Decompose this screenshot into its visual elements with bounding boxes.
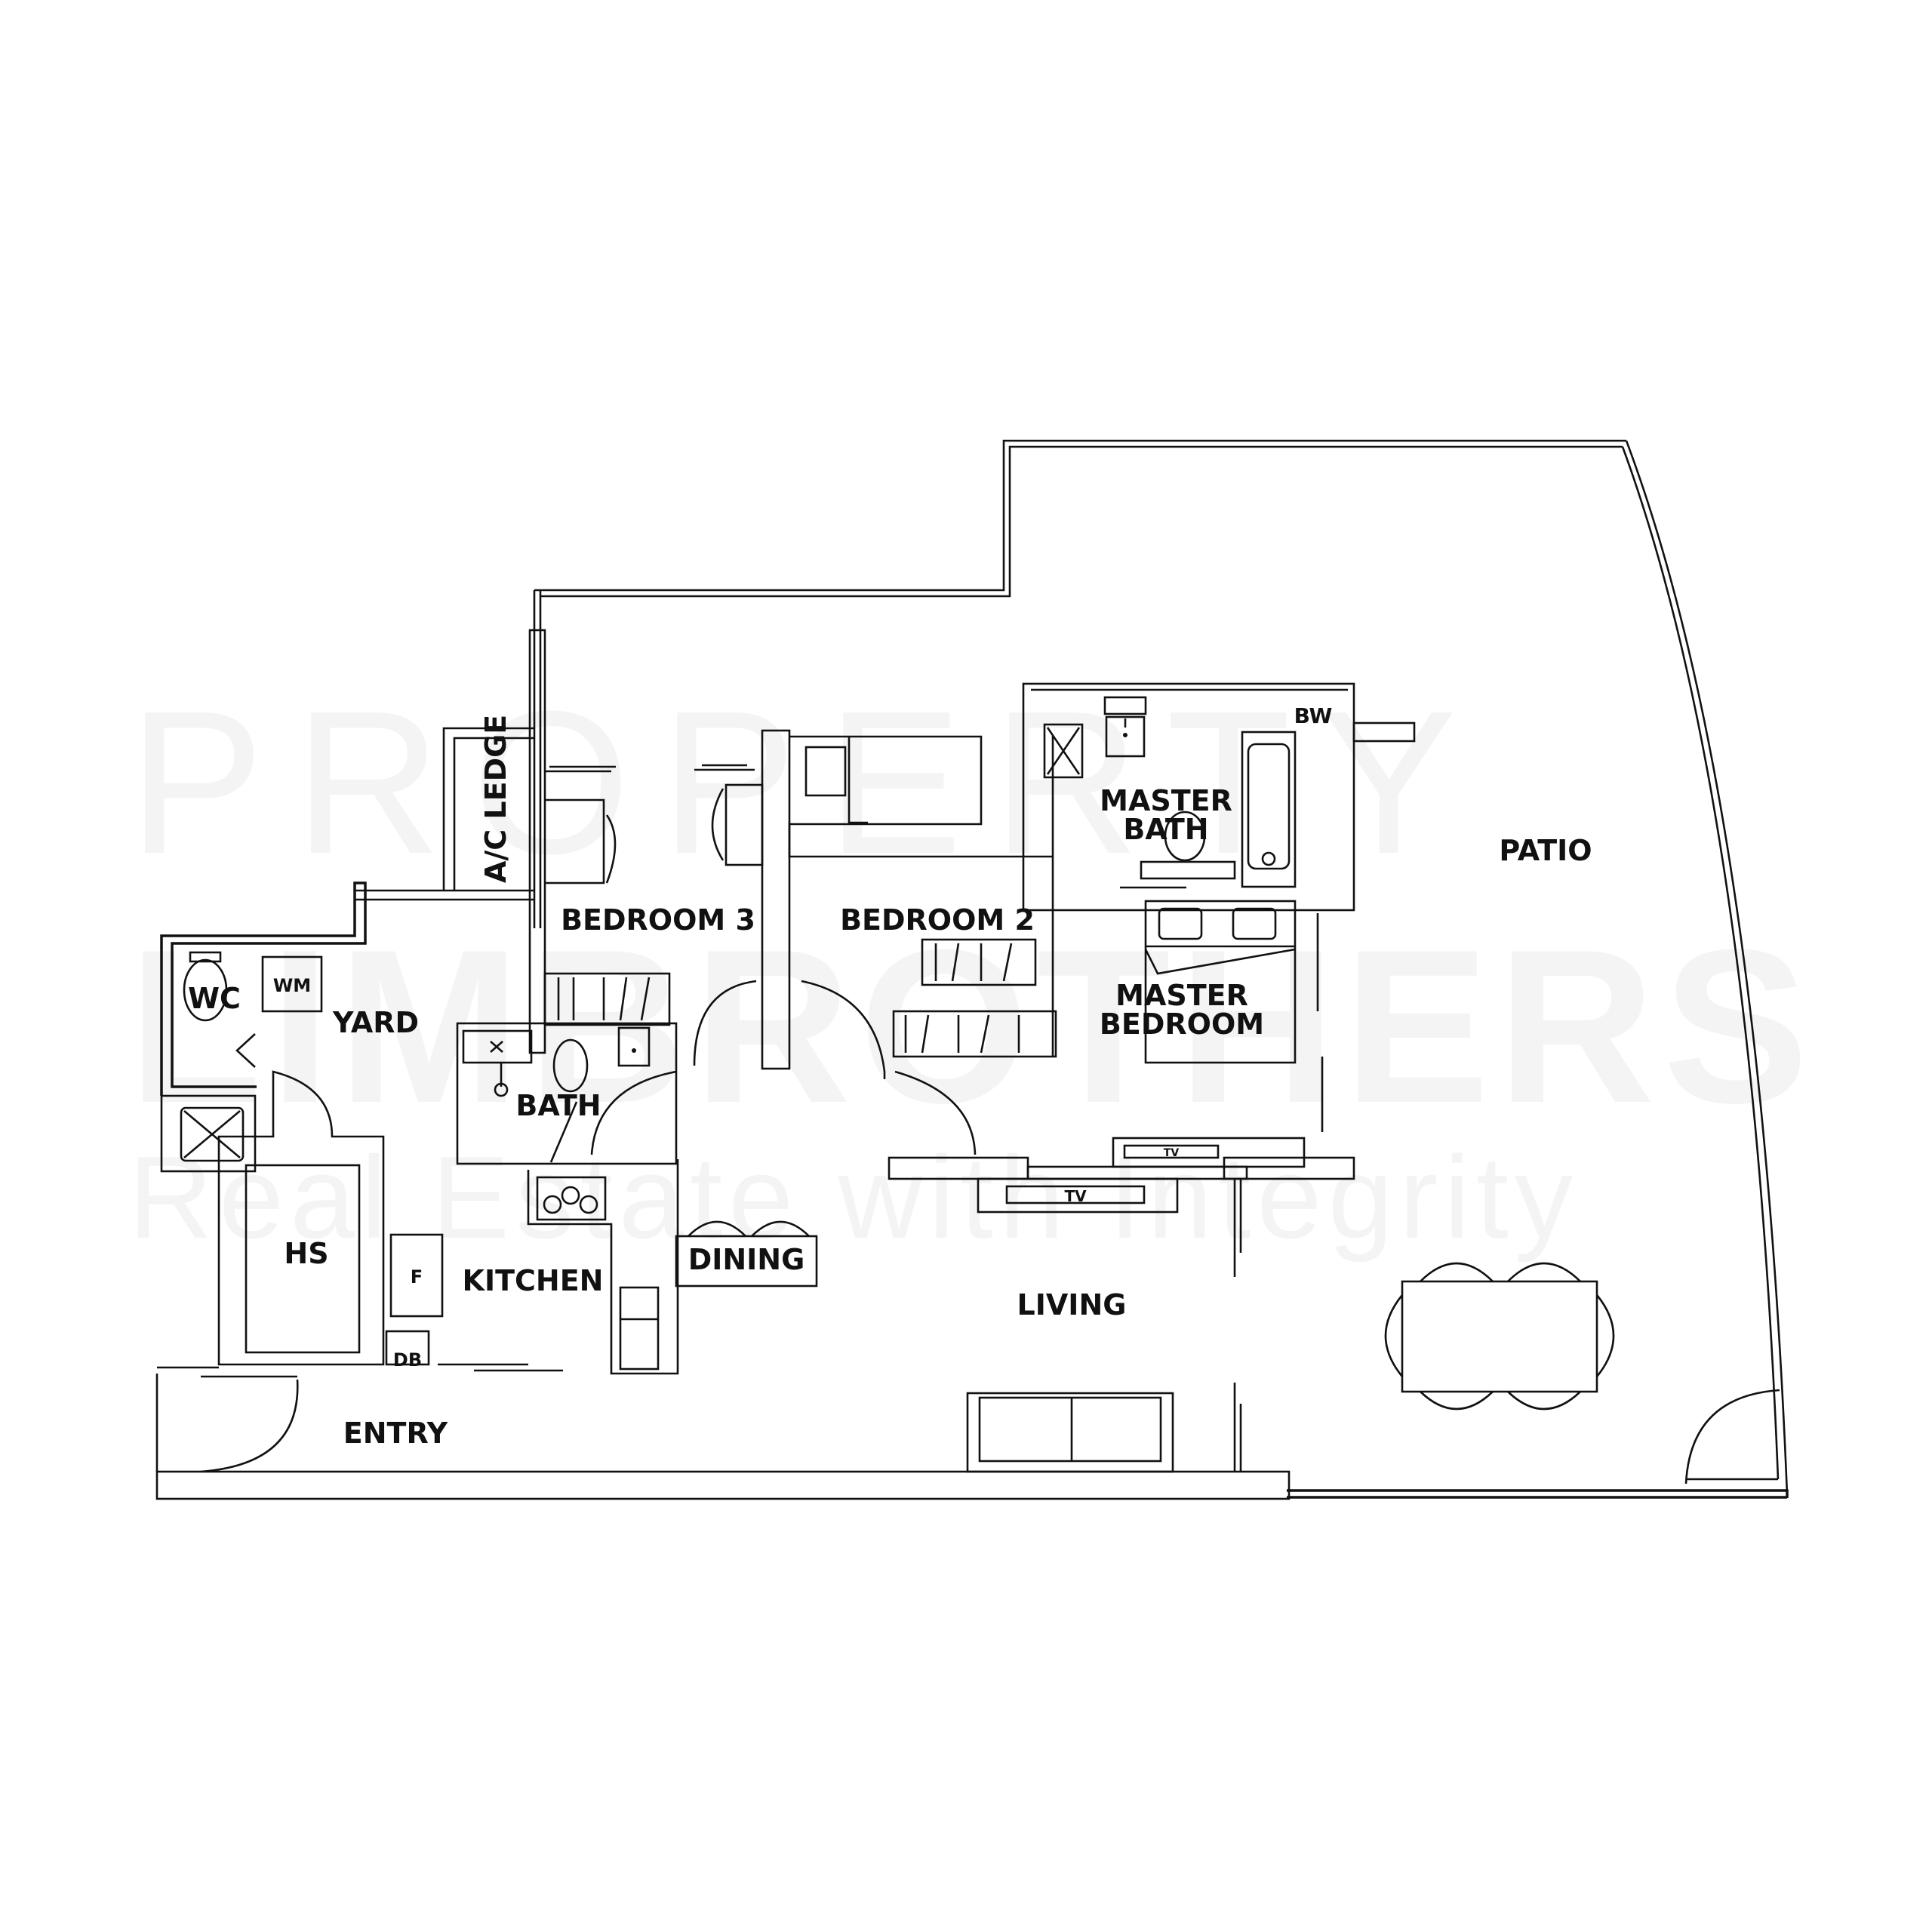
bedroom-2: BEDROOM 2 bbox=[694, 729, 1057, 1070]
tv-bedroom bbox=[1123, 1144, 1220, 1159]
master-bath: BW MASTER BATH bbox=[1022, 682, 1416, 912]
label-wm: WM bbox=[273, 975, 311, 996]
label-kitchen: KITCHEN bbox=[463, 1264, 604, 1297]
label-master-bedroom-2: BEDROOM bbox=[1100, 1008, 1264, 1041]
label-wc: WC bbox=[188, 982, 241, 1015]
watermark-tagline: Real Estate with Integrity bbox=[128, 1132, 1579, 1263]
patio-table bbox=[1401, 1280, 1598, 1393]
fridge bbox=[389, 1233, 444, 1318]
label-master-bath-1: MASTER bbox=[1100, 784, 1232, 817]
label-f: F bbox=[411, 1266, 423, 1287]
label-dining: DINING bbox=[688, 1243, 805, 1276]
label-entry: ENTRY bbox=[343, 1417, 448, 1450]
wc-yard: WM WC YARD bbox=[160, 881, 419, 1173]
outer-boundary bbox=[533, 439, 1789, 1499]
tv-living bbox=[1005, 1185, 1146, 1204]
label-yard: YARD bbox=[332, 1006, 419, 1039]
label-ac-ledge: A/C LEDGE bbox=[479, 715, 512, 883]
watermark-line1: PROPERTY bbox=[128, 669, 1487, 897]
washing-machine bbox=[261, 955, 323, 1013]
ac-ledge: A/C LEDGE bbox=[355, 715, 534, 901]
label-master-bedroom-1: MASTER bbox=[1115, 979, 1248, 1012]
label-tv-1: TV bbox=[1164, 1147, 1180, 1159]
watermark-line2: LIMBROTHERS bbox=[128, 904, 1817, 1149]
bottom-wall bbox=[155, 1374, 1291, 1500]
bath: BATH bbox=[456, 1022, 678, 1165]
label-db: DB bbox=[393, 1349, 422, 1371]
label-patio: PATIO bbox=[1499, 834, 1592, 867]
label-bath: BATH bbox=[515, 1089, 601, 1122]
entry: ENTRY bbox=[157, 1366, 448, 1473]
bed bbox=[1144, 900, 1297, 1064]
dining-table bbox=[675, 1235, 818, 1287]
tv-wall: TV TV bbox=[888, 1137, 1355, 1277]
label-bedroom-3: BEDROOM 3 bbox=[561, 903, 755, 937]
dining: DINING bbox=[675, 1220, 818, 1287]
label-tv-2: TV bbox=[1064, 1187, 1087, 1205]
label-living: LIVING bbox=[1017, 1288, 1127, 1321]
master-bedroom: MASTER BEDROOM bbox=[1100, 900, 1324, 1132]
label-bw: BW bbox=[1294, 703, 1333, 728]
label-hs: HS bbox=[284, 1237, 328, 1270]
watermark: PROPERTY LIMBROTHERS Real Estate with In… bbox=[128, 669, 1817, 1263]
hs-kitchen: HS F DB KITCHEN bbox=[217, 1070, 679, 1375]
label-master-bath-2: BATH bbox=[1123, 813, 1208, 846]
label-bedroom-2: BEDROOM 2 bbox=[840, 903, 1035, 937]
bedroom-3: BEDROOM 3 bbox=[528, 629, 755, 1054]
sofa bbox=[966, 1392, 1174, 1473]
patio: PATIO bbox=[1384, 834, 1780, 1484]
living: LIVING bbox=[966, 1288, 1242, 1473]
bedroom-doors bbox=[590, 980, 977, 1155]
